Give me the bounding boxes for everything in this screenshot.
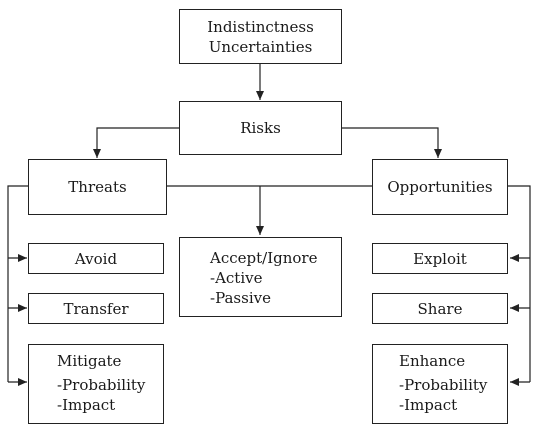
uncertainties-box: Indistinctness Uncertainties bbox=[179, 9, 342, 64]
arrow-risks-to-opportunities bbox=[341, 127, 442, 158]
opportunities-label: Opportunities bbox=[387, 178, 493, 196]
transfer-label: Transfer bbox=[63, 299, 129, 318]
threats-box: Threats bbox=[28, 159, 167, 215]
threats-label: Threats bbox=[68, 178, 127, 196]
accept-ignore-title: Accept/Ignore bbox=[210, 249, 318, 267]
exploit-box: Exploit bbox=[372, 243, 508, 274]
enhance-item-impact: -Impact bbox=[399, 396, 458, 414]
arrow-risks-to-threats bbox=[93, 127, 180, 158]
line-threats-bracket bbox=[7, 185, 28, 382]
risks-box: Risks bbox=[179, 101, 342, 155]
accept-item-passive: -Passive bbox=[210, 289, 271, 307]
share-box: Share bbox=[372, 293, 508, 324]
line-opportunities-bracket bbox=[508, 185, 531, 382]
mitigate-item-impact: -Impact bbox=[57, 396, 116, 414]
avoid-label: Avoid bbox=[74, 249, 118, 268]
accept-item-active: -Active bbox=[210, 269, 263, 287]
avoid-box: Avoid bbox=[28, 243, 164, 274]
enhance-title: Enhance bbox=[399, 352, 466, 370]
uncertainties-line2: Uncertainties bbox=[208, 37, 313, 56]
share-label: Share bbox=[417, 299, 463, 318]
enhance-box: Enhance -Probability -Impact bbox=[372, 344, 508, 424]
opportunities-box: Opportunities bbox=[372, 159, 508, 215]
mitigate-item-probability: -Probability bbox=[57, 376, 146, 394]
exploit-label: Exploit bbox=[413, 249, 467, 268]
mitigate-box: Mitigate -Probability -Impact bbox=[28, 344, 164, 424]
enhance-item-probability: -Probability bbox=[399, 376, 488, 394]
transfer-box: Transfer bbox=[28, 293, 164, 324]
risks-label: Risks bbox=[240, 119, 281, 137]
uncertainties-line1: Indistinctness bbox=[207, 17, 314, 36]
mitigate-title: Mitigate bbox=[57, 352, 122, 370]
accept-ignore-box: Accept/Ignore -Active -Passive bbox=[179, 237, 342, 317]
